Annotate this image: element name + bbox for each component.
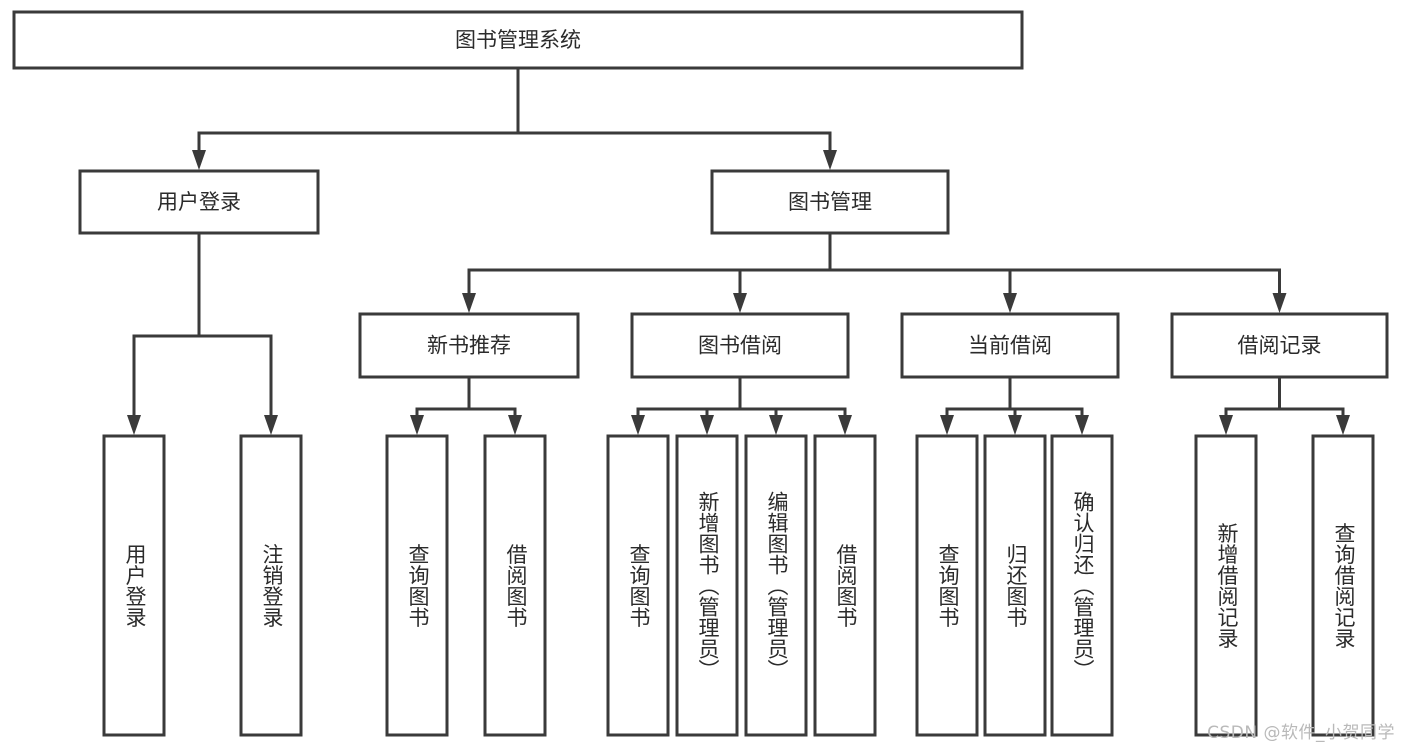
arrow-head-icon bbox=[264, 415, 278, 435]
node-leaf-current-query[interactable]: 查询图书 bbox=[915, 434, 979, 737]
connector-current-borrow-to-leaves bbox=[940, 375, 1089, 435]
node-label: 借阅图书 bbox=[834, 544, 858, 628]
arrow-head-icon bbox=[823, 150, 837, 170]
connector-user-login-to-leaves bbox=[127, 231, 278, 435]
node-label: 借阅记录 bbox=[1238, 334, 1322, 358]
node-leaf-current-return[interactable]: 归还图书 bbox=[983, 434, 1047, 737]
arrow-head-icon bbox=[127, 415, 141, 435]
arrow-head-icon bbox=[631, 415, 645, 435]
node-leaf-user-login[interactable]: 用户登录 bbox=[102, 434, 166, 737]
node-label: 确认归还（管理员） bbox=[1071, 491, 1095, 680]
arrow-head-icon bbox=[1219, 415, 1233, 435]
arrow-head-icon bbox=[1272, 293, 1287, 313]
arrow-head-icon bbox=[838, 415, 852, 435]
arrow-head-icon bbox=[1008, 415, 1022, 435]
connector-new-book-recommend-to-leaves bbox=[410, 375, 522, 435]
arrow-head-icon bbox=[462, 293, 476, 313]
node-borrow-record[interactable]: 借阅记录 bbox=[1170, 312, 1389, 379]
node-new-book-recommend[interactable]: 新书推荐 bbox=[358, 312, 580, 379]
node-label: 图书管理系统 bbox=[455, 28, 581, 52]
arrow-head-icon bbox=[700, 415, 714, 435]
node-label: 归还图书 bbox=[1004, 544, 1028, 628]
node-label: 借阅图书 bbox=[504, 544, 528, 628]
connector-book-borrow-to-leaves bbox=[631, 375, 852, 435]
node-label: 用户登录 bbox=[157, 190, 241, 214]
arrow-head-icon bbox=[733, 293, 747, 313]
node-leaf-recommend-query[interactable]: 查询图书 bbox=[385, 434, 449, 737]
node-leaf-recommend-borrow[interactable]: 借阅图书 bbox=[483, 434, 547, 737]
arrow-head-icon bbox=[940, 415, 954, 435]
node-label: 用户登录 bbox=[123, 544, 147, 628]
node-leaf-borrow-edit[interactable]: 编辑图书（管理员） bbox=[744, 434, 808, 737]
node-leaf-user-logout[interactable]: 注销登录 bbox=[239, 434, 303, 737]
node-label: 新书推荐 bbox=[427, 334, 511, 358]
arrow-head-icon bbox=[1336, 415, 1350, 435]
node-label: 查询借阅记录 bbox=[1332, 523, 1356, 649]
arrow-head-icon bbox=[1075, 415, 1089, 435]
arrow-head-icon bbox=[769, 415, 783, 435]
connectors-layer bbox=[127, 66, 1350, 435]
node-label: 图书借阅 bbox=[698, 334, 782, 358]
node-label: 查询图书 bbox=[406, 544, 430, 628]
arrow-head-icon bbox=[192, 150, 206, 170]
connector-borrow-record-to-leaves bbox=[1219, 375, 1350, 435]
nodes-layer: 图书管理系统用户登录图书管理新书推荐图书借阅当前借阅借阅记录用户登录注销登录查询… bbox=[12, 10, 1389, 737]
arrow-head-icon bbox=[1003, 293, 1017, 313]
node-book-borrow[interactable]: 图书借阅 bbox=[630, 312, 850, 379]
node-label: 图书管理 bbox=[788, 190, 872, 214]
node-user-login[interactable]: 用户登录 bbox=[78, 169, 320, 235]
arrow-head-icon bbox=[410, 415, 424, 435]
node-label: 注销登录 bbox=[260, 544, 284, 628]
node-leaf-borrow-add[interactable]: 新增图书（管理员） bbox=[675, 434, 739, 737]
node-label: 新增借阅记录 bbox=[1215, 523, 1239, 649]
node-leaf-current-confirm[interactable]: 确认归还（管理员） bbox=[1050, 434, 1114, 737]
node-leaf-record-add[interactable]: 新增借阅记录 bbox=[1194, 434, 1258, 737]
node-label: 当前借阅 bbox=[968, 334, 1052, 358]
node-label: 查询图书 bbox=[936, 544, 960, 628]
connector-bookmanage-to-level3 bbox=[462, 231, 1287, 313]
node-root[interactable]: 图书管理系统 bbox=[12, 10, 1024, 70]
connector-root-to-level2 bbox=[192, 66, 837, 170]
watermark-label: CSDN @软件_小贺同学 bbox=[1207, 723, 1395, 743]
node-book-manage[interactable]: 图书管理 bbox=[710, 169, 950, 235]
node-label: 编辑图书（管理员） bbox=[765, 491, 789, 680]
node-label: 新增图书（管理员） bbox=[696, 491, 720, 680]
arrow-head-icon bbox=[508, 415, 522, 435]
node-leaf-borrow-query[interactable]: 查询图书 bbox=[606, 434, 670, 737]
node-label: 查询图书 bbox=[627, 544, 651, 628]
node-current-borrow[interactable]: 当前借阅 bbox=[900, 312, 1120, 379]
node-leaf-borrow-lend[interactable]: 借阅图书 bbox=[813, 434, 877, 737]
node-leaf-record-query[interactable]: 查询借阅记录 bbox=[1311, 434, 1375, 737]
